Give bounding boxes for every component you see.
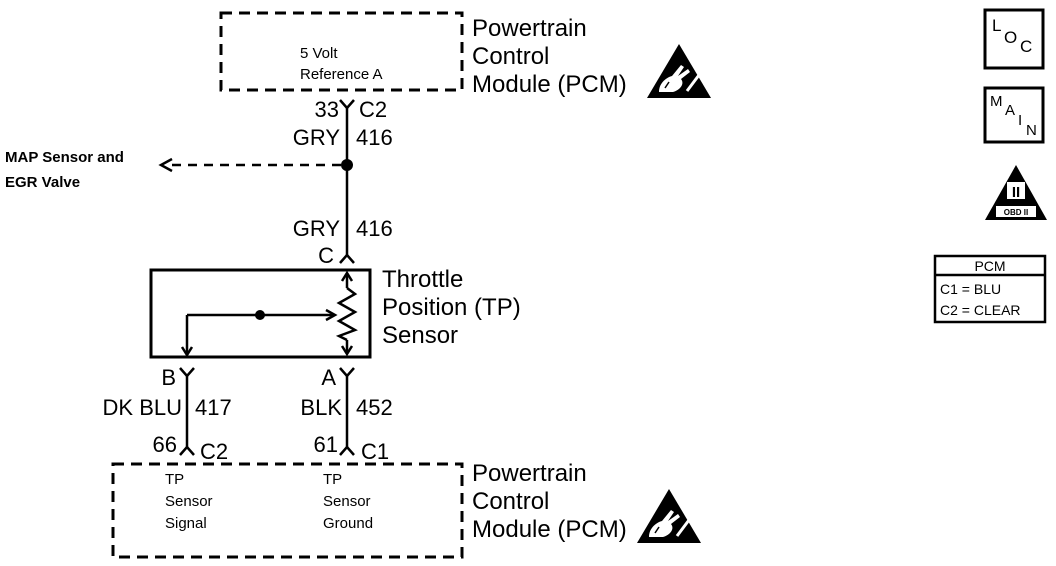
loc-letter-c: C bbox=[1020, 37, 1032, 56]
pcm-top: 5 Volt Reference A Powertrain Control Mo… bbox=[219, 11, 711, 98]
pcm-table-frame bbox=[933, 254, 1047, 324]
pin-number-66: 66 bbox=[153, 432, 177, 457]
tp-sensor-label-line-2: Position (TP) bbox=[382, 294, 521, 321]
tp-sensor-label-line-3: Sensor bbox=[382, 322, 458, 349]
obd-ii-label-panel bbox=[996, 206, 1036, 217]
circuit-number-416-c: 416 bbox=[356, 216, 393, 241]
wire-b: B DK BLU 417 66 C2 bbox=[103, 365, 232, 464]
main-letter-n: N bbox=[1026, 122, 1037, 139]
circuit-number-452: 452 bbox=[356, 395, 393, 420]
circuit-number-417: 417 bbox=[195, 395, 232, 420]
wire-color-gry-top: GRY bbox=[293, 125, 341, 150]
main-letter-i: I bbox=[1018, 112, 1022, 129]
connector-id-c2-bottom: C2 bbox=[200, 439, 228, 464]
obd-ii-icon[interactable]: II OBD II bbox=[985, 165, 1047, 220]
loc-icon-frame bbox=[983, 8, 1045, 70]
tp-sensor: Throttle Position (TP) Sensor bbox=[149, 266, 521, 359]
splice-junction-dot bbox=[341, 159, 353, 171]
wire-color-dk-blu: DK BLU bbox=[103, 395, 182, 420]
branch-label-line-1: MAP Sensor and bbox=[5, 149, 124, 166]
connector-male-terminal-c bbox=[339, 253, 355, 264]
pcm-table-title: PCM bbox=[974, 258, 1005, 274]
main-letter-m: M bbox=[990, 93, 1003, 110]
pcm-top-label-line-2: Control bbox=[472, 43, 549, 70]
pcm-top-label-line-3: Module (PCM) bbox=[472, 71, 627, 98]
resistor-arrow-down-icon bbox=[340, 345, 354, 357]
pin-number-61: 61 bbox=[314, 432, 338, 457]
tp-sensor-box bbox=[149, 268, 372, 359]
wire-color-blk: BLK bbox=[300, 395, 342, 420]
tp-sensor-label-line-1: Throttle bbox=[382, 266, 463, 293]
connector-male-terminal-66 bbox=[179, 445, 195, 456]
esd-sensitive-icon bbox=[647, 44, 711, 98]
branch-arrow-left-icon bbox=[158, 157, 173, 173]
wiper-arrow-icon bbox=[325, 308, 338, 322]
pcm-bottom-label-line-2: Control bbox=[472, 488, 549, 515]
main-icon-frame bbox=[983, 86, 1045, 144]
circuit-number-416-top: 416 bbox=[356, 125, 393, 150]
resistor-arrow-up-icon bbox=[340, 270, 354, 282]
pcm-bottom: TP Sensor Signal TP Sensor Ground Powert… bbox=[111, 460, 701, 559]
branch-map-egr: MAP Sensor and EGR Valve bbox=[5, 149, 353, 191]
potentiometer-resistor-icon bbox=[335, 287, 358, 342]
wire-c: GRY 416 C bbox=[293, 216, 393, 268]
pcm-top-label-line-1: Powertrain bbox=[472, 15, 587, 42]
terminal-a: A bbox=[321, 365, 336, 390]
pcm-top-inside-line-2: Reference A bbox=[300, 66, 383, 83]
signal-arrow-down-icon bbox=[180, 346, 194, 358]
connector-id-c2-top: C2 bbox=[359, 97, 387, 122]
obd-ii-label: OBD II bbox=[1004, 208, 1028, 217]
pcm-top-dashed-box bbox=[219, 11, 464, 92]
tp-signal-line-2: Sensor bbox=[165, 493, 213, 510]
pcm-bottom-label-line-1: Powertrain bbox=[472, 460, 587, 487]
pcm-bottom-dashed-box bbox=[111, 462, 464, 559]
wire-top: 33 C2 GRY 416 bbox=[293, 97, 393, 255]
loc-icon[interactable]: L O C bbox=[983, 8, 1045, 70]
loc-letter-o: O bbox=[1004, 28, 1017, 47]
pcm-connector-table: PCM C1 = BLU C2 = CLEAR bbox=[933, 254, 1047, 324]
tp-signal-line-1: TP bbox=[165, 471, 184, 488]
tp-ground-line-3: Ground bbox=[323, 515, 373, 532]
terminal-b: B bbox=[161, 365, 176, 390]
obd-ii-numeral: II bbox=[1012, 184, 1020, 201]
wiper-dot bbox=[255, 310, 265, 320]
pin-number-33: 33 bbox=[315, 97, 339, 122]
obd-ii-numeral-panel bbox=[1007, 182, 1025, 199]
connector-female-terminal-b bbox=[179, 367, 195, 378]
wire-color-gry-c: GRY bbox=[293, 216, 341, 241]
pcm-table-row-c2: C2 = CLEAR bbox=[940, 302, 1021, 318]
connector-female-terminal-a bbox=[339, 367, 355, 378]
loc-letter-l: L bbox=[992, 16, 1001, 35]
connector-female-terminal-33 bbox=[339, 99, 355, 110]
wire-a: A BLK 452 61 C1 bbox=[300, 365, 392, 464]
branch-label-line-2: EGR Valve bbox=[5, 174, 80, 191]
connector-id-c1: C1 bbox=[361, 439, 389, 464]
pcm-bottom-label-line-3: Module (PCM) bbox=[472, 516, 627, 543]
terminal-c: C bbox=[318, 243, 334, 268]
pcm-table-row-c1: C1 = BLU bbox=[940, 281, 1001, 297]
pcm-top-inside-line-1: 5 Volt bbox=[300, 45, 338, 62]
tp-ground-line-1: TP bbox=[323, 471, 342, 488]
main-icon[interactable]: M A I N bbox=[983, 86, 1045, 144]
tp-signal-line-3: Signal bbox=[165, 515, 207, 532]
tp-ground-line-2: Sensor bbox=[323, 493, 371, 510]
main-letter-a: A bbox=[1005, 102, 1015, 119]
connector-male-terminal-61 bbox=[339, 445, 355, 456]
esd-sensitive-icon bbox=[637, 489, 701, 543]
